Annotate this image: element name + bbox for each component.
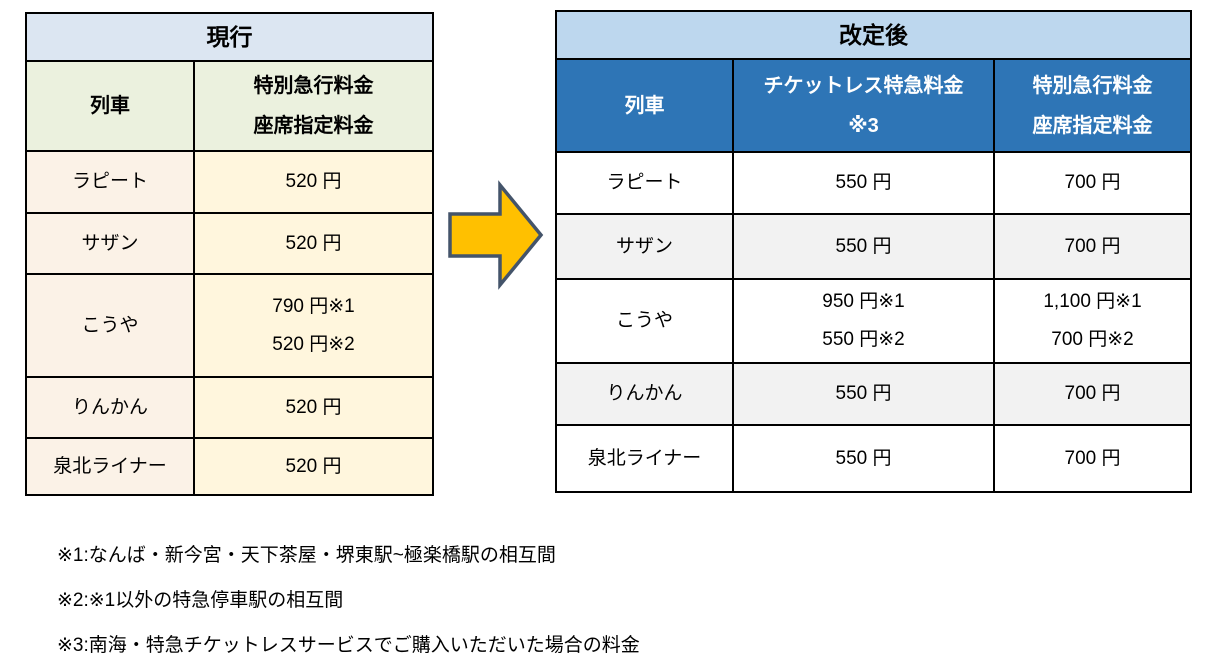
current-col-header-fare: 特別急行料金 座席指定料金 [193, 60, 434, 152]
fare-cell: 790 円※1 520 円※2 [193, 273, 434, 378]
fare-cell: 520 円 [193, 376, 434, 439]
train-name-cell: サザン [555, 213, 734, 280]
fare-cell: 700 円 [992, 362, 1193, 426]
arrow-right-icon [447, 180, 546, 290]
revised-fare-table: 改定後 列車 チケットレス特急料金 ※3 特別急行料金 座席指定料金 ラピート … [554, 10, 1193, 493]
ticketless-fare-cell: 550 円 [732, 151, 995, 215]
current-col-header-train: 列車 [25, 60, 195, 152]
fare-cell: 520 円 [193, 437, 434, 496]
train-name-cell: サザン [25, 212, 195, 275]
fare-cell: 1,100 円※1 700 円※2 [992, 278, 1193, 364]
table-row: 泉北ライナー 520 円 [25, 437, 434, 496]
table-row: りんかん 550 円 700 円 [555, 362, 1193, 426]
table-row: 泉北ライナー 550 円 700 円 [555, 424, 1193, 493]
fare-cell: 520 円 [193, 212, 434, 275]
fare-cell: 700 円 [992, 213, 1193, 280]
footnote-3: ※3:南海・特急チケットレスサービスでご購入いただいた場合の料金 [57, 635, 640, 656]
table-row: こうや 950 円※1 550 円※2 1,100 円※1 700 円※2 [555, 278, 1193, 364]
table-row: ラピート 520 円 [25, 150, 434, 214]
table-title-row: 現行 [25, 12, 434, 62]
column-header-row: 列車 特別急行料金 座席指定料金 [25, 60, 434, 152]
fare-cell: 520 円 [193, 150, 434, 214]
revised-col-header-fare: 特別急行料金 座席指定料金 [992, 58, 1193, 153]
train-name-cell: ラピート [25, 150, 195, 214]
table-row: サザン 550 円 700 円 [555, 213, 1193, 280]
column-header-row: 列車 チケットレス特急料金 ※3 特別急行料金 座席指定料金 [555, 58, 1193, 153]
train-name-cell: 泉北ライナー [555, 424, 734, 493]
ticketless-fare-cell: 550 円 [732, 424, 995, 493]
train-name-cell: ラピート [555, 151, 734, 215]
revised-table-title: 改定後 [554, 10, 1193, 60]
ticketless-fare-cell: 550 円 [732, 362, 995, 426]
table-row: りんかん 520 円 [25, 376, 434, 439]
fare-cell: 700 円 [992, 424, 1193, 493]
train-name-cell: こうや [555, 278, 734, 364]
fare-cell: 700 円 [992, 151, 1193, 215]
table-row: こうや 790 円※1 520 円※2 [25, 273, 434, 378]
revised-col-header-train: 列車 [555, 58, 734, 153]
ticketless-fare-cell: 550 円 [732, 213, 995, 280]
footnote-1: ※1:なんば・新今宮・天下茶屋・堺東駅~極楽橋駅の相互間 [57, 545, 556, 566]
revised-col-header-ticketless: チケットレス特急料金 ※3 [732, 58, 995, 153]
table-row: ラピート 550 円 700 円 [555, 151, 1193, 215]
footnotes: ※1:なんば・新今宮・天下茶屋・堺東駅~極楽橋駅の相互間 ※2:※1以外の特急停… [57, 533, 640, 668]
train-name-cell: こうや [25, 273, 195, 378]
train-name-cell: 泉北ライナー [25, 437, 195, 496]
table-title-row: 改定後 [554, 10, 1193, 60]
current-fare-table: 現行 列車 特別急行料金 座席指定料金 ラピート 520 円 サザン 520 円… [25, 12, 434, 496]
train-name-cell: りんかん [555, 362, 734, 426]
footnote-2: ※2:※1以外の特急停車駅の相互間 [57, 590, 344, 611]
table-row: サザン 520 円 [25, 212, 434, 275]
train-name-cell: りんかん [25, 376, 195, 439]
current-table-title: 現行 [25, 12, 434, 62]
ticketless-fare-cell: 950 円※1 550 円※2 [732, 278, 995, 364]
